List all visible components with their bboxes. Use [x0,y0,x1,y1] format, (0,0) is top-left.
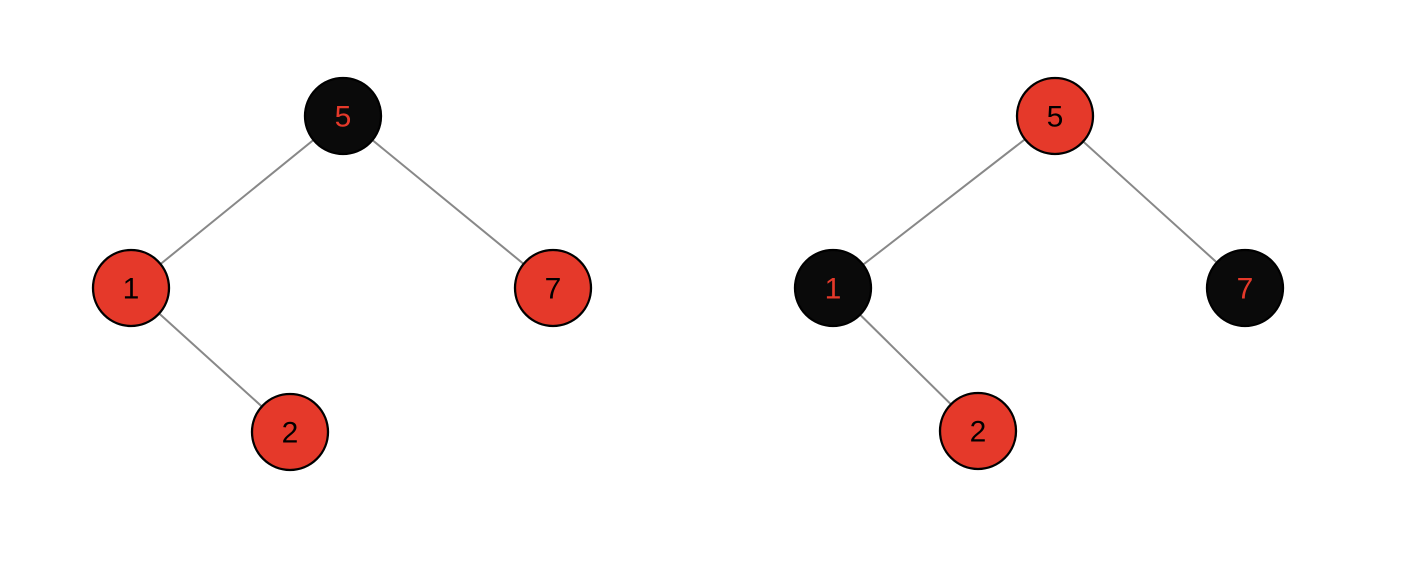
node-label: 1 [123,273,140,306]
tree-node-5: 5 [303,76,383,156]
node-circle [91,248,171,328]
node-circle [250,392,330,472]
node-label: 5 [1047,101,1064,134]
node-label: 7 [545,273,562,306]
node-label: 5 [335,101,352,134]
tree-node-7: 7 [513,248,593,328]
node-label: 1 [825,273,842,306]
tree-left: 5 1 7 2 [91,76,593,472]
tree-edge-5-7 [1054,115,1246,289]
tree-right: 5 1 7 2 [793,76,1285,471]
node-circle [303,76,383,156]
node-label: 7 [1237,273,1254,306]
node-circle [1015,76,1095,156]
tree-node-1: 1 [91,248,171,328]
node-label: 2 [282,417,299,450]
tree-edge-5-1 [832,115,1056,289]
tree-node-5: 5 [1015,76,1095,156]
node-circle [513,248,593,328]
tree-node-7: 7 [1205,248,1285,328]
tree-node-2: 2 [250,392,330,472]
tree-edge-5-7 [342,115,554,289]
node-circle [938,391,1018,471]
node-label: 2 [970,416,987,449]
node-circle [1205,248,1285,328]
tree-edge-5-1 [130,115,344,289]
tree-node-2: 2 [938,391,1018,471]
node-circle [793,248,873,328]
tree-node-1: 1 [793,248,873,328]
